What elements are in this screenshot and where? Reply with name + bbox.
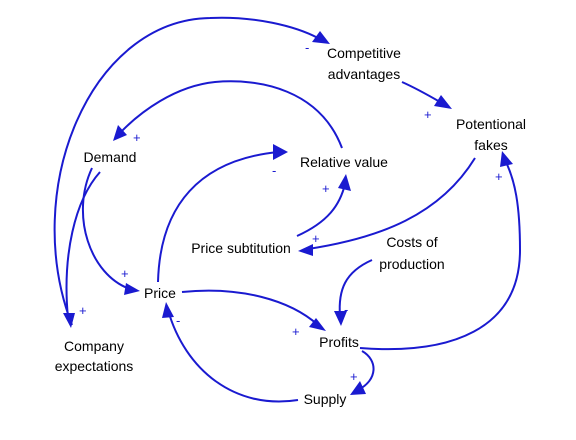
arrowhead-competitive-advantages <box>312 31 330 44</box>
node-company-expectations: Company expectations <box>55 338 134 374</box>
arrowhead-price-substitution <box>298 244 313 256</box>
node-potential-fakes: Potentional fakes <box>456 116 526 153</box>
node-label: advantages <box>328 66 400 82</box>
node-label: Price subtitution <box>191 240 291 256</box>
sign-costs-to-profits: - <box>344 302 348 317</box>
sign-profits-to-supply: + <box>350 369 358 384</box>
node-profits: Profits <box>319 334 359 350</box>
node-label: Supply <box>304 391 347 407</box>
node-demand: Demand <box>84 149 137 165</box>
link-costs-to-profits <box>338 259 373 317</box>
node-label: Company <box>64 338 124 354</box>
node-label: production <box>379 256 444 272</box>
arrowhead-potential-fakes-from-competitive <box>434 95 452 109</box>
node-label: Potentional <box>456 116 526 132</box>
node-supply: Supply <box>304 391 347 407</box>
link-demand-to-company-expectations <box>65 171 101 319</box>
node-price-substitution: Price subtitution <box>191 240 291 256</box>
node-label: Relative value <box>300 154 388 170</box>
node-label: Price <box>144 285 176 301</box>
node-price: Price <box>144 285 176 301</box>
arrowhead-price-from-demand <box>124 283 140 295</box>
arrowhead-relative-value-from-price <box>273 144 288 160</box>
link-demand-to-price <box>81 167 131 290</box>
sign-price-substitution-to-relative-value: + <box>322 181 330 196</box>
link-price-to-profits <box>181 289 319 326</box>
sign-price-to-profits: + <box>292 324 300 339</box>
sign-profits-to-potential-fakes: + <box>495 169 503 184</box>
arrowhead-relative-value-from-substitution <box>338 174 351 191</box>
link-price-to-relative-value <box>157 151 279 283</box>
node-label: Costs of <box>386 234 437 250</box>
sign-competitive-advantages-to-potential-fakes: + <box>424 107 432 122</box>
node-competitive-advantages: Competitive advantages <box>327 45 401 82</box>
link-profits-to-potential-fakes <box>359 159 522 351</box>
link-potential-fakes-to-price-substitution <box>307 157 476 250</box>
arrowhead-company-expectations <box>63 313 75 328</box>
node-relative-value: Relative value <box>300 154 388 170</box>
link-relative-value-to-demand <box>119 80 343 149</box>
node-label: Competitive <box>327 45 401 61</box>
sign-demand-to-company-expectations: + <box>79 303 87 318</box>
node-label: fakes <box>474 137 507 153</box>
sign-demand-to-price: + <box>121 266 129 281</box>
sign-supply-to-price: - <box>176 313 180 328</box>
link-price-substitution-to-relative-value <box>296 183 346 237</box>
arrowhead-demand <box>113 125 127 141</box>
sign-demand-to-competitive-advantages: - <box>305 40 309 55</box>
sign-potential-fakes-to-price-substitution: + <box>312 231 320 246</box>
arrowhead-profits-from-price <box>309 318 326 331</box>
node-label: expectations <box>55 358 134 374</box>
node-costs-of-production: Costs of production <box>379 234 444 272</box>
node-label: Demand <box>84 149 137 165</box>
node-label: Profits <box>319 334 359 350</box>
link-demand-to-competitive-advantages <box>53 16 319 326</box>
arrowhead-potential-fakes-from-profits <box>500 151 513 167</box>
arrowhead-price-from-supply <box>162 302 174 318</box>
link-supply-to-price <box>167 309 299 403</box>
arrowhead-supply <box>350 381 366 395</box>
arrowhead-profits-from-costs <box>334 311 347 326</box>
sign-relative-value-to-demand: + <box>133 130 141 145</box>
sign-price-to-relative-value: - <box>272 163 276 178</box>
